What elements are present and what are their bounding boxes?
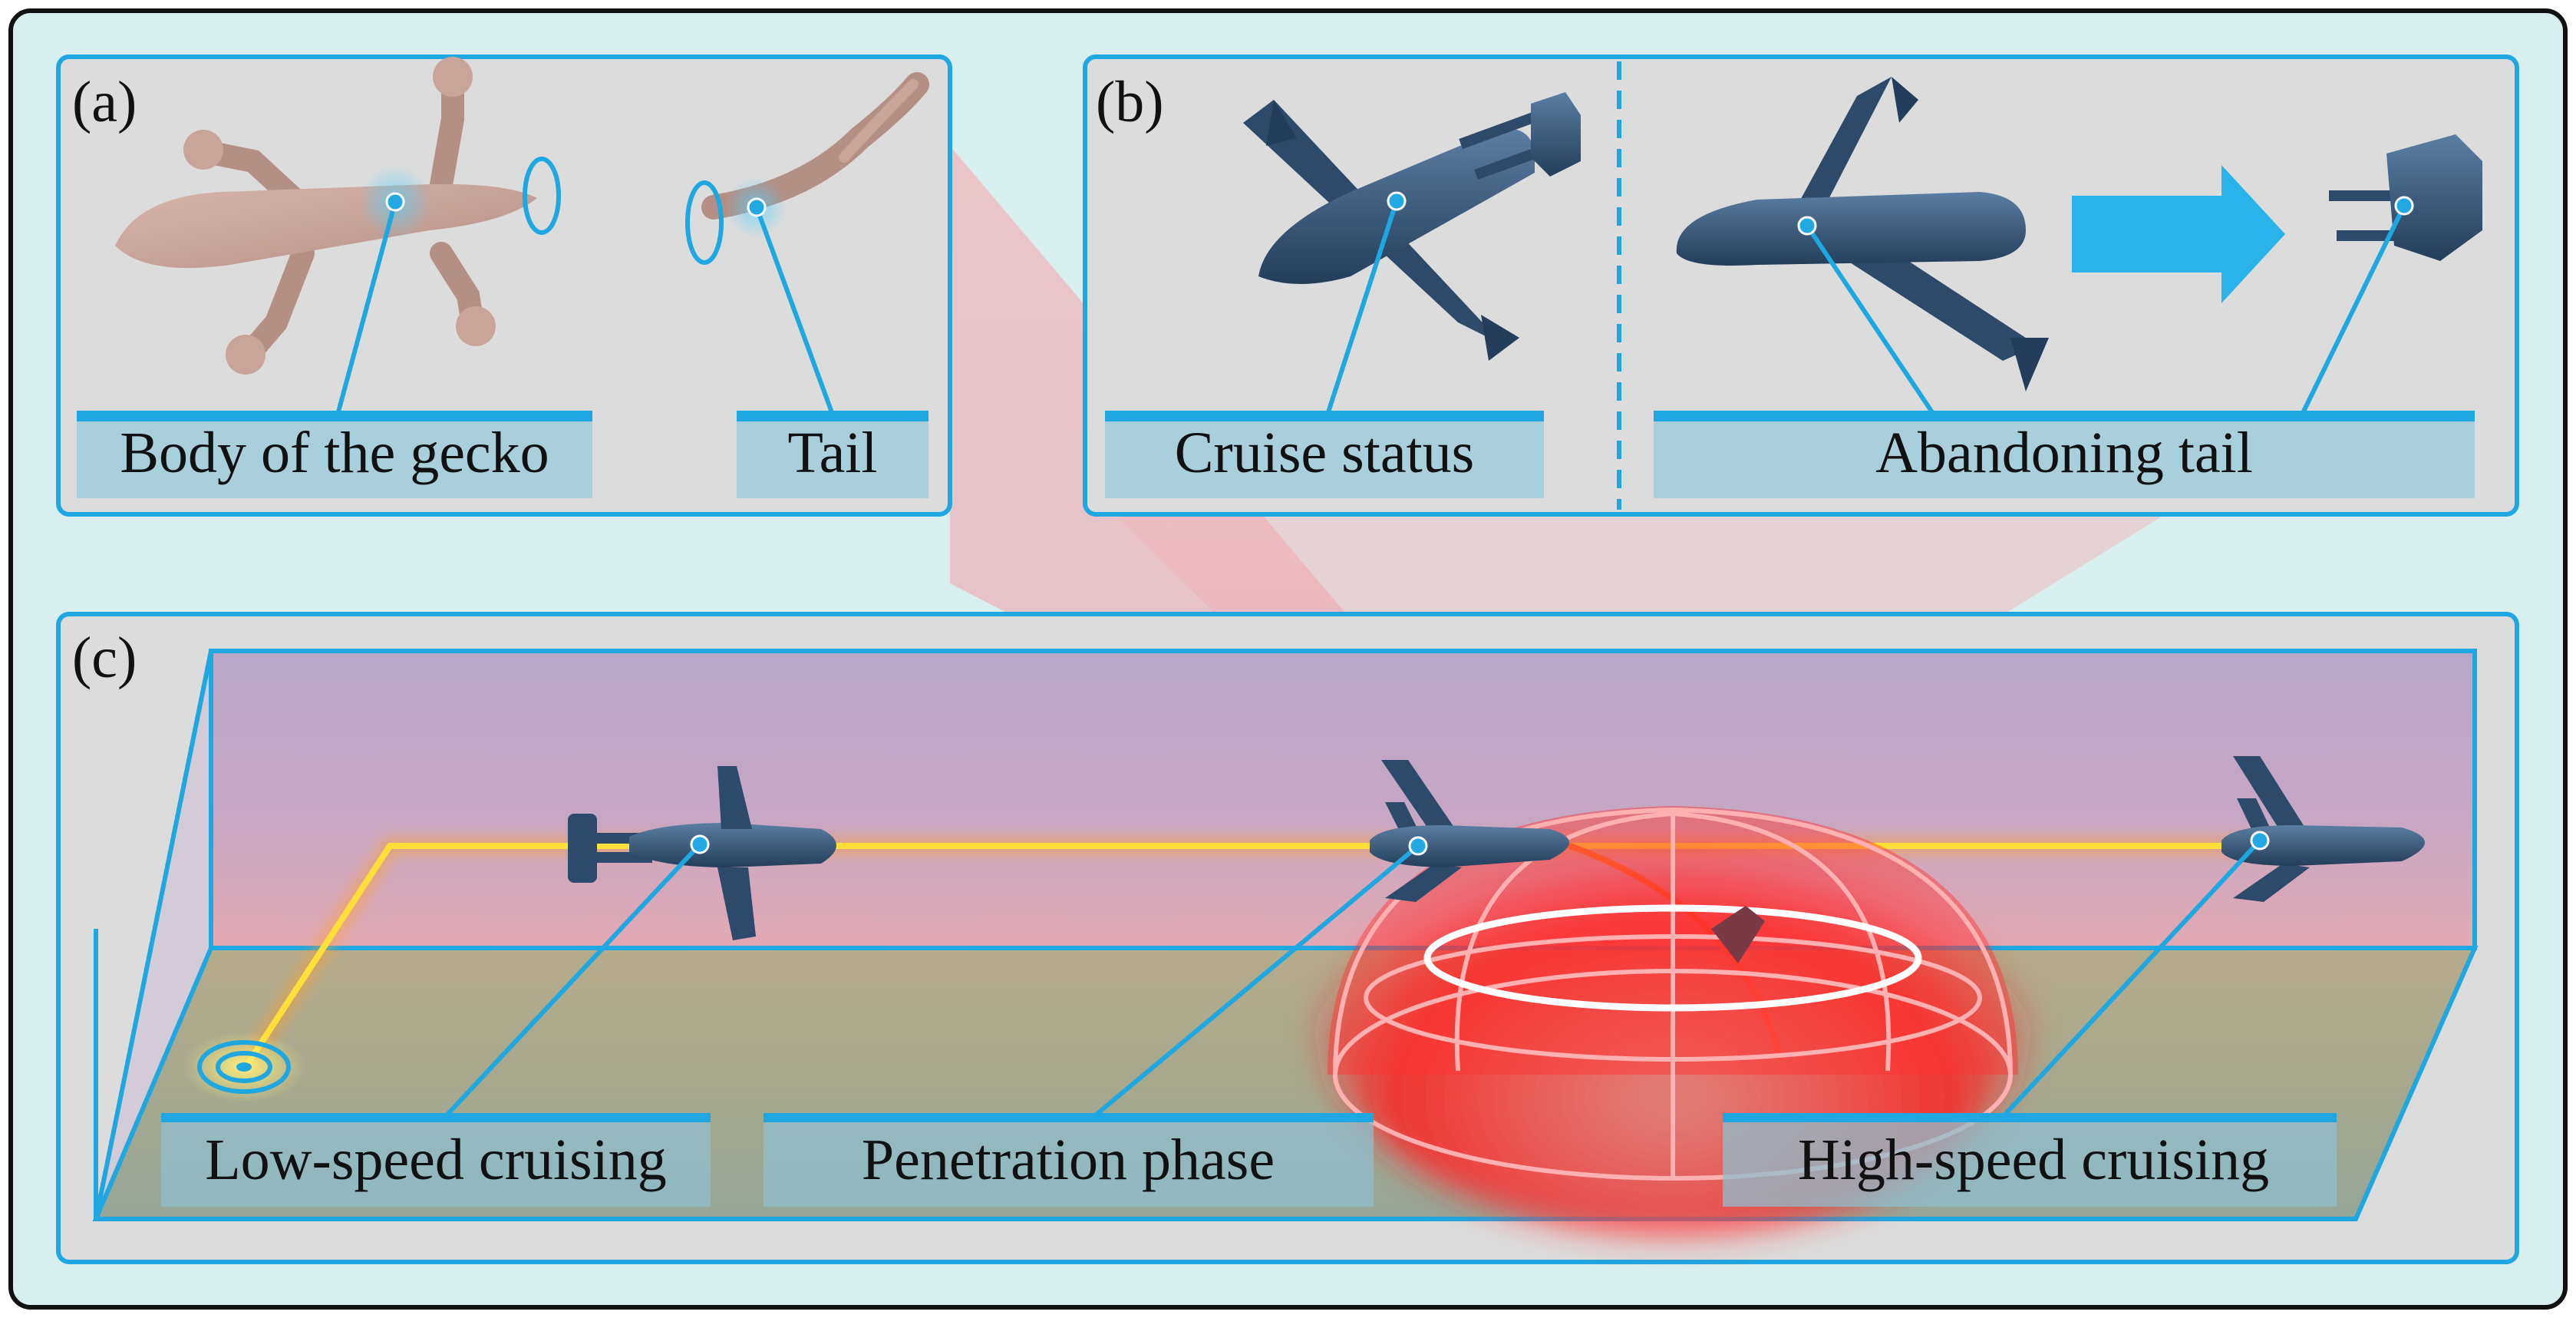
label-low-speed-cruising: Low-speed cruising: [161, 1113, 711, 1207]
panel-c-tag: (c): [72, 626, 137, 690]
panel-a-tag: (a): [72, 70, 137, 134]
tail-module-icon: [2329, 134, 2482, 261]
panel-a: (a): [56, 55, 952, 517]
label-low-text: Low-speed cruising: [205, 1128, 667, 1192]
panel-b-tag: (b): [1096, 70, 1164, 134]
panel-b: (b): [1083, 55, 2519, 517]
gecko-body-icon: [115, 57, 561, 375]
label-penetration-phase: Penetration phase: [764, 1113, 1374, 1207]
label-abandon-text: Abandoning tail: [1875, 421, 2253, 485]
aircraft-icon: [1676, 77, 2049, 391]
label-penetration-text: Penetration phase: [862, 1128, 1275, 1192]
aircraft-icon: [1370, 760, 1569, 902]
label-cruise-status: Cruise status: [1105, 411, 1544, 498]
right-arrow-icon: [2072, 165, 2285, 303]
aircraft-icon: [2221, 756, 2425, 902]
label-high-text: High-speed cruising: [1798, 1128, 2269, 1192]
label-body-text: Body of the gecko: [120, 421, 549, 485]
panel-c: (c): [56, 612, 2519, 1264]
label-tail: Tail: [737, 411, 928, 498]
label-abandoning-tail: Abandoning tail: [1654, 411, 2475, 498]
launch-marker-icon: [183, 1032, 305, 1102]
label-tail-text: Tail: [787, 421, 877, 485]
label-cruise-text: Cruise status: [1175, 421, 1475, 485]
label-body-of-the-gecko: Body of the gecko: [77, 411, 592, 498]
aircraft-icon: [568, 766, 836, 940]
label-high-speed-cruising: High-speed cruising: [1723, 1113, 2337, 1207]
